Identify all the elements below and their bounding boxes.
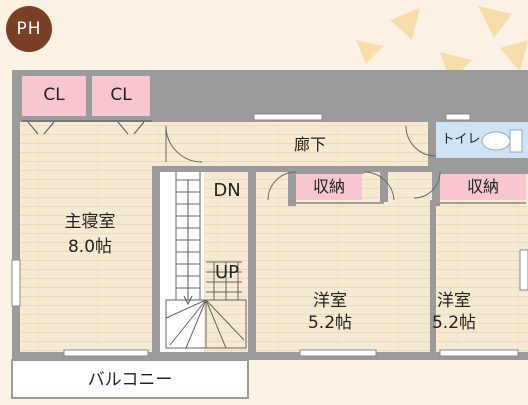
closet-2-box [92, 76, 150, 116]
storage-1-box [296, 174, 362, 200]
closet-1-box [22, 76, 86, 116]
western-room-1-floor [256, 200, 434, 352]
master-bedroom-size: 8.0帖 [67, 237, 113, 257]
stairs-up-label: UP [214, 262, 240, 283]
staircase [165, 172, 247, 349]
toilet-label: トイレ [441, 132, 481, 147]
western-room-2-size: 5.2帖 [431, 313, 477, 333]
ph-badge: PH [6, 6, 52, 52]
balcony-label: バルコニー [87, 370, 173, 390]
master-bedroom-name: 主寝室 [64, 212, 116, 232]
western-room-1-size: 5.2帖 [307, 313, 353, 333]
storage-2-label: 収納 [466, 177, 499, 196]
windows [11, 113, 528, 357]
toilet-fixture [481, 129, 523, 153]
ph-badge-text: PH [16, 19, 42, 39]
corridor-floor [152, 122, 432, 166]
closet-doors [27, 121, 145, 135]
western-room-1-name: 洋室 [313, 291, 347, 311]
corridor-label: 廊下 [293, 135, 326, 154]
western-room-2-name: 洋室 [437, 291, 471, 311]
closet-2-label: CL [110, 85, 132, 105]
balcony-area [11, 359, 249, 399]
storage-1-label: 収納 [312, 177, 345, 196]
closet-1-label: CL [43, 85, 65, 105]
storage-2-box [440, 174, 526, 200]
stair-well [160, 166, 204, 352]
master-bedroom-floor [20, 122, 152, 352]
western-room-2-floor [434, 200, 528, 352]
stairs-down-label: DN [213, 180, 241, 201]
door-swings [165, 125, 441, 201]
